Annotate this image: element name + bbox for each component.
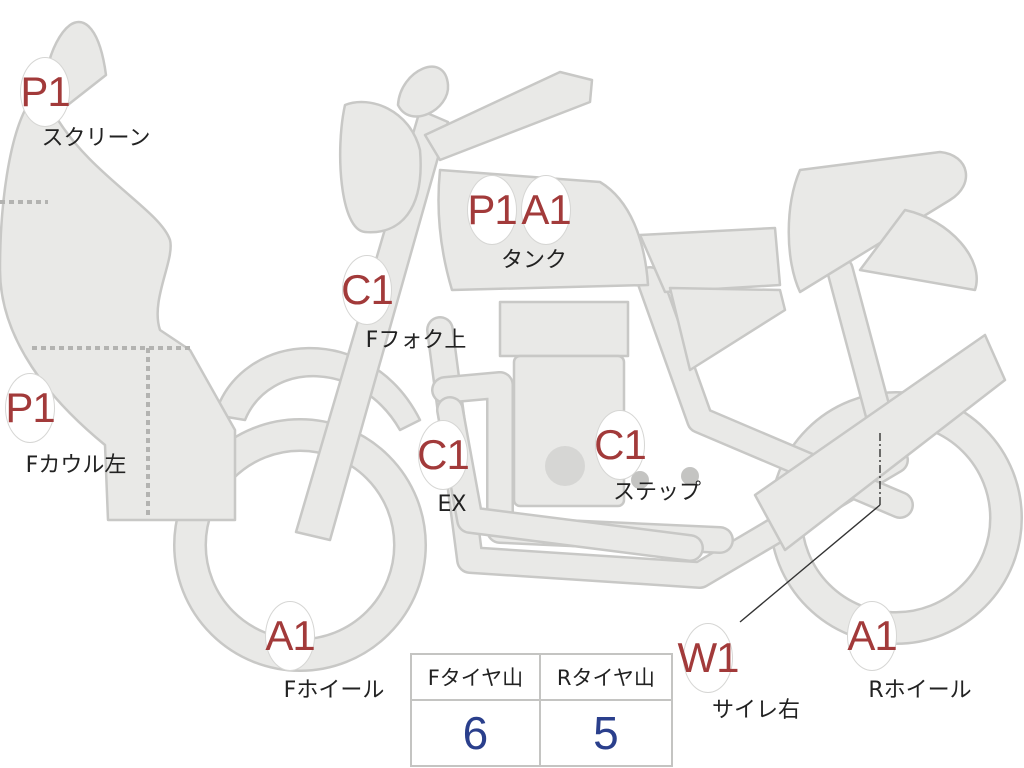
exhaust-label: EX xyxy=(437,492,467,517)
rear-tread-header: Rタイヤ山 xyxy=(538,653,674,701)
cowl-left-label: Fカウル左 xyxy=(25,453,127,478)
silencer-leader xyxy=(739,504,881,623)
cowl-left-code-badge: P1 xyxy=(5,373,56,443)
screen-label: スクリーン xyxy=(41,126,151,151)
silencer xyxy=(753,333,1007,552)
tire-tread-table: Fタイヤ山 Rタイヤ山 6 5 xyxy=(410,653,674,767)
screen-code-badge: P1 xyxy=(20,57,71,127)
engine xyxy=(498,300,699,508)
silencer-right-code-badge: W1 xyxy=(678,623,740,693)
front-fender xyxy=(213,346,422,432)
headlight xyxy=(338,100,422,234)
front-tread-header: Fタイヤ山 xyxy=(410,653,541,701)
front-wheel-label: Fホイール xyxy=(283,678,385,703)
front-fork xyxy=(294,108,450,542)
seat xyxy=(638,150,978,372)
handlebar xyxy=(423,70,594,162)
fork-upper-code-badge: C1 xyxy=(341,255,394,325)
silencer-right-label: サイレ右 xyxy=(711,698,801,723)
front-tread-value: 6 xyxy=(410,699,541,767)
mirror xyxy=(396,65,450,118)
tread-header-row: Fタイヤ山 Rタイヤ山 xyxy=(410,653,674,701)
rear-wheel-code-badge: A1 xyxy=(847,601,898,671)
fork-upper-label: Fフォク上 xyxy=(365,328,467,353)
tank-p-code-badge: P1 xyxy=(467,175,518,245)
step-code-badge: C1 xyxy=(594,410,647,480)
tread-value-row: 6 5 xyxy=(410,699,674,767)
rear-wheel-label: Rホイール xyxy=(868,678,972,703)
front-wheel-code-badge: A1 xyxy=(265,601,316,671)
step-label: ステップ xyxy=(612,480,702,505)
rear-tread-value: 5 xyxy=(538,699,674,767)
exhaust-code-badge: C1 xyxy=(417,420,470,490)
tank-label: タンク xyxy=(500,248,568,273)
tank-a-code-badge: A1 xyxy=(521,175,572,245)
